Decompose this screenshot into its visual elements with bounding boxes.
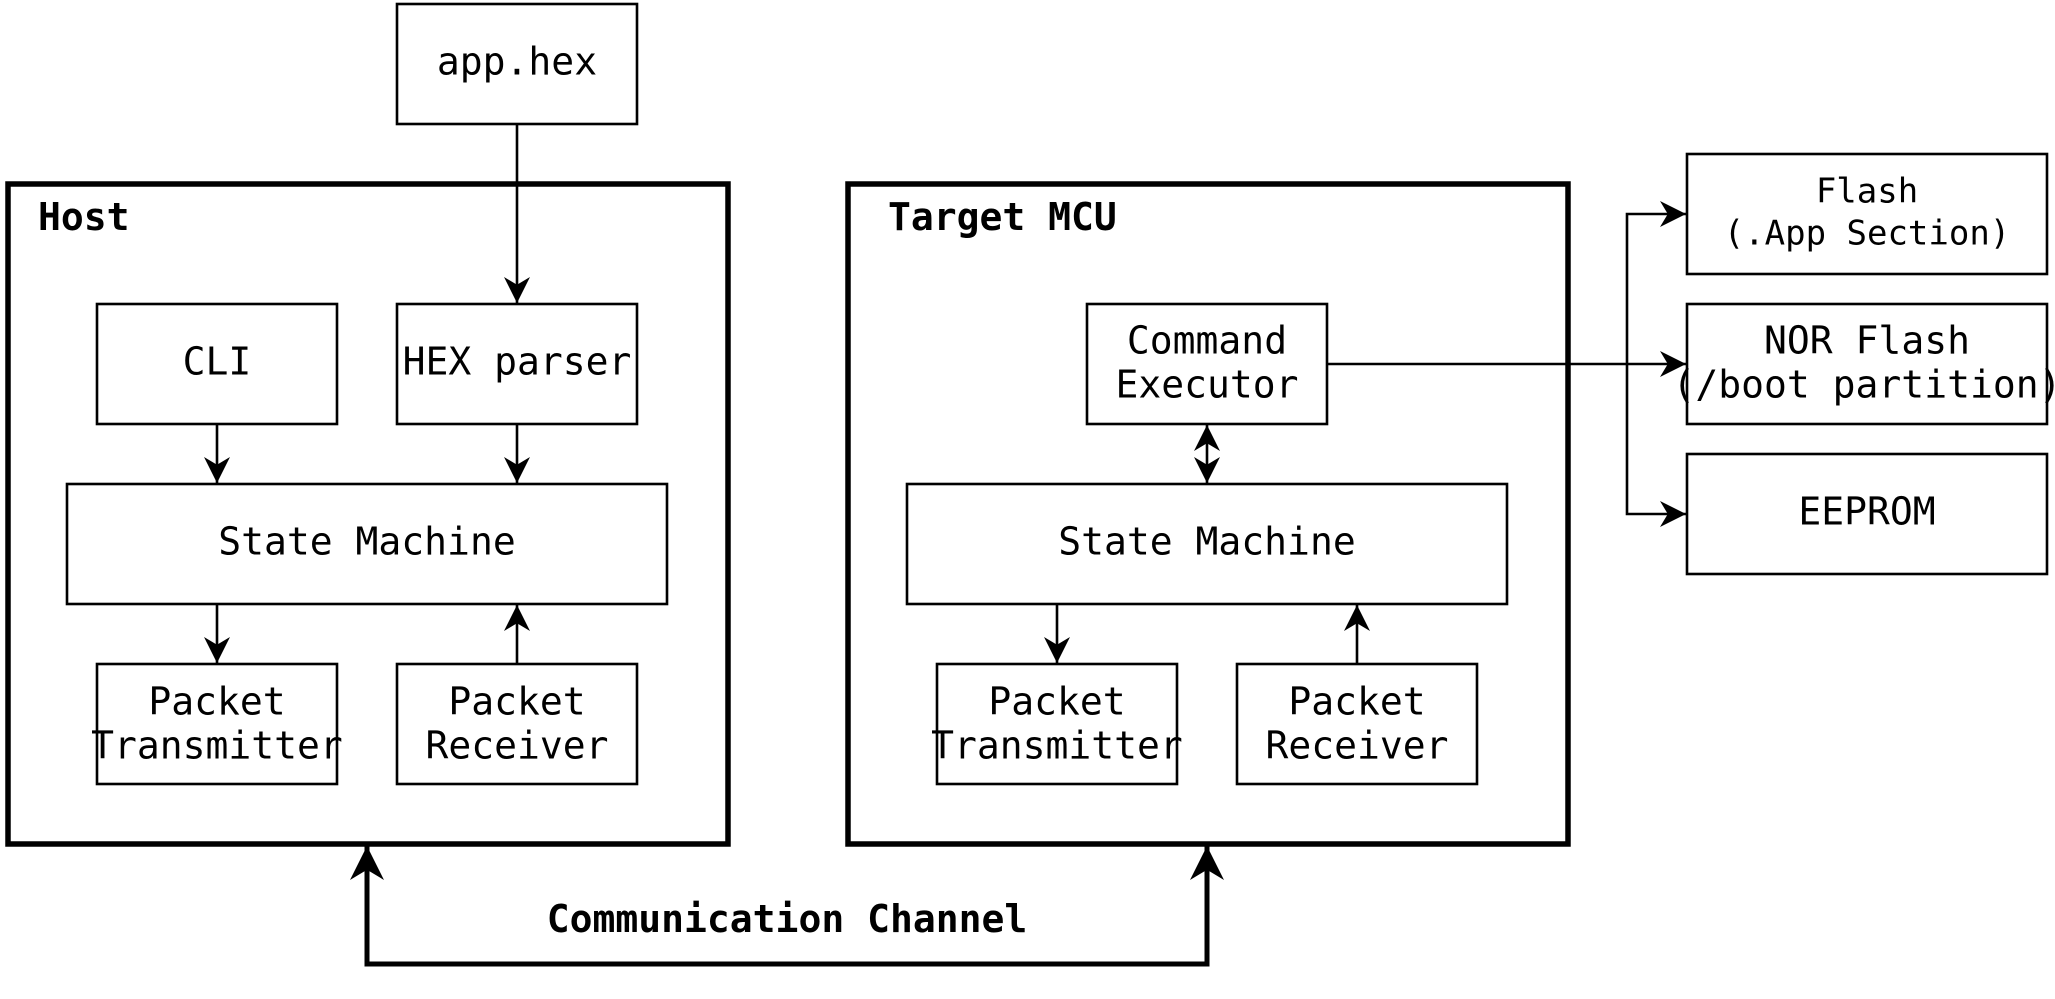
target-packet-receiver-line1: Packet (1288, 680, 1425, 724)
host-state-machine-label: State Machine (218, 520, 515, 564)
eeprom-box: EEPROM (1685, 452, 2049, 576)
target-state-machine-label: State Machine (1058, 520, 1355, 564)
communication-channel-label: Communication Channel (547, 897, 1027, 941)
target-command-executor-line2: Executor (1115, 363, 1298, 407)
host-packet-receiver-line2: Receiver (425, 724, 608, 768)
arrow-executor-to-eeprom (1625, 364, 1686, 527)
host-cli-box: CLI (95, 302, 339, 426)
flash-app-section-box: Flash (.App Section) (1685, 152, 2049, 276)
target-packet-receiver-line2: Receiver (1265, 724, 1448, 768)
nor-flash-label-line1: NOR Flash (1764, 319, 1970, 363)
target-command-executor-line1: Command (1127, 319, 1287, 363)
target-mcu-title: Target MCU (888, 195, 1117, 239)
host-frame: Host (5, 181, 731, 847)
host-packet-receiver-line1: Packet (448, 680, 585, 724)
eeprom-label: EEPROM (1798, 490, 1935, 534)
target-packet-receiver-box: Packet Receiver (1235, 662, 1479, 786)
host-cli-label: CLI (183, 340, 252, 384)
target-packet-transmitter-box: Packet Transmitter (931, 662, 1183, 786)
flash-label-line2: (.App Section) (1724, 214, 2011, 254)
app-hex-label: app.hex (437, 40, 597, 84)
host-packet-transmitter-line1: Packet (148, 680, 285, 724)
target-state-machine-box: State Machine (905, 482, 1509, 606)
host-state-machine-box: State Machine (65, 482, 669, 606)
flash-label-line1: Flash (1816, 172, 1918, 212)
host-packet-transmitter-box: Packet Transmitter (91, 662, 343, 786)
arrow-executor-to-flash (1625, 201, 1686, 364)
target-command-executor-box: Command Executor (1085, 302, 1329, 426)
host-hex-parser-label: HEX parser (403, 340, 632, 384)
host-title: Host (38, 195, 130, 239)
host-packet-transmitter-line2: Transmitter (91, 724, 343, 768)
nor-flash-label-line2: (/boot partition) (1673, 363, 2055, 407)
target-packet-transmitter-line1: Packet (988, 680, 1125, 724)
target-mcu-frame: Target MCU (845, 181, 1571, 847)
app-hex-file-box: app.hex (395, 2, 639, 126)
host-hex-parser-box: HEX parser (395, 302, 639, 426)
target-packet-transmitter-line2: Transmitter (931, 724, 1183, 768)
nor-flash-box: NOR Flash (/boot partition) (1673, 302, 2055, 426)
host-packet-receiver-box: Packet Receiver (395, 662, 639, 786)
communication-channel-connector (350, 846, 1224, 967)
